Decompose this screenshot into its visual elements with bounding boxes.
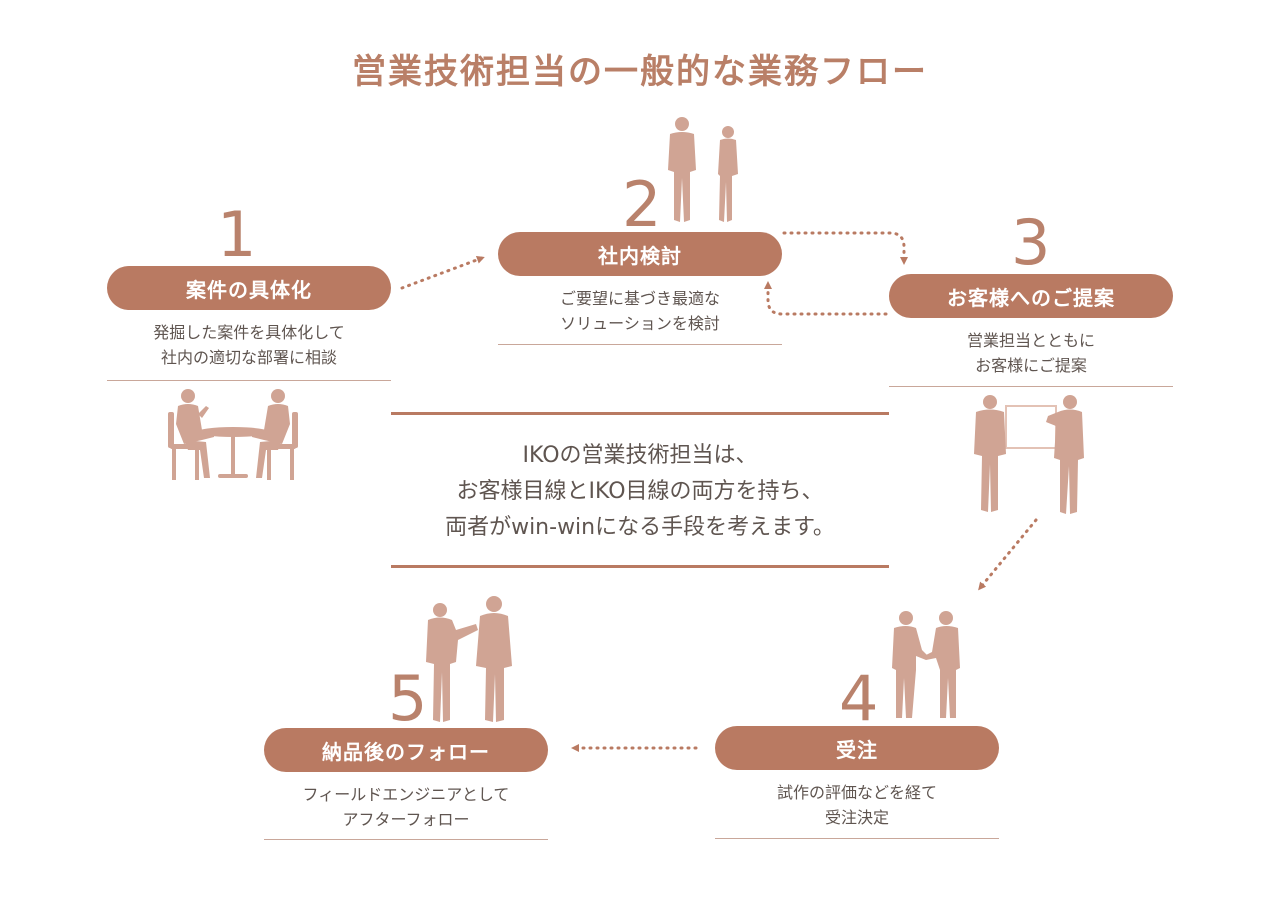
step-description: 発掘した案件を具体化して 社内の適切な部署に相談 [107, 320, 391, 370]
step-description: フィールドエンジニアとして アフターフォロー [264, 782, 548, 832]
arrow-step1-to-step2 [400, 256, 485, 290]
step-2: 2 社内検討 ご要望に基づき最適な ソリューションを検討 [498, 168, 782, 358]
page-title: 営業技術担当の一般的な業務フロー [352, 52, 928, 92]
step-description-line: ご要望に基づき最適な [559, 289, 720, 308]
center-message-text: IKOの営業技術担当は、 お客様目線とIKO目線の両方を持ち、 両者がwin-w… [391, 438, 889, 546]
step-underline [715, 838, 999, 839]
step-1: 1 案件の具体化 発掘した案件を具体化して 社内の適切な部署に相談 [107, 200, 391, 400]
step-number: 3 [1011, 206, 1051, 279]
step-description-line: ソリューションを検討 [560, 314, 720, 333]
conversation-illustration [426, 596, 512, 722]
step-label-pill: 受注 [715, 726, 999, 770]
step-number: 1 [217, 198, 257, 271]
step-underline [264, 839, 548, 840]
step-3: 3 お客様へのご提案 営業担当とともに お客様にご提案 [889, 208, 1173, 398]
step-description: 試作の評価などを経て 受注決定 [715, 780, 999, 830]
handshake-illustration [892, 611, 960, 718]
step-5: 5 納品後のフォロー フィールドエンジニアとして アフターフォロー [264, 662, 548, 852]
step-number: 5 [388, 662, 428, 735]
step-label-pill: 案件の具体化 [107, 266, 391, 310]
step-description-line: アフターフォロー [342, 810, 470, 829]
step-description-line: 発掘した案件を具体化して [153, 323, 345, 342]
step-description: 営業担当とともに お客様にご提案 [889, 328, 1173, 378]
center-message-line: 両者がwin-winになる手段を考えます。 [445, 515, 835, 540]
step-description-line: お客様にご提案 [975, 356, 1087, 375]
center-message-line: IKOの営業技術担当は、 [522, 443, 758, 468]
step-label-pill: お客様へのご提案 [889, 274, 1173, 318]
step-number: 2 [622, 168, 662, 241]
step-description-line: 社内の適切な部署に相談 [160, 348, 337, 367]
step-description-line: 営業担当とともに [966, 331, 1095, 350]
arrow-step3-to-step4 [978, 518, 1038, 591]
step-description-line: 試作の評価などを経て [776, 783, 937, 802]
step-description-line: 受注決定 [824, 808, 889, 827]
arrow-step3-back-to-step2 [764, 281, 888, 316]
step-4: 4 受注 試作の評価などを経て 受注決定 [715, 660, 999, 850]
step-number: 4 [839, 662, 879, 735]
step-description-line: フィールドエンジニアとして [302, 785, 510, 804]
center-message-line: お客様目線とIKO目線の両方を持ち、 [456, 479, 824, 504]
step-description: ご要望に基づき最適な ソリューションを検討 [498, 286, 782, 336]
step-underline [107, 380, 391, 381]
step-underline [889, 386, 1173, 387]
step-label-pill: 社内検討 [498, 232, 782, 276]
meeting-table-illustration [168, 389, 298, 480]
two-colleagues-illustration [668, 117, 738, 222]
center-top-rule [391, 412, 889, 415]
step-label-pill: 納品後のフォロー [264, 728, 548, 772]
step-underline [498, 344, 782, 345]
center-message: IKOの営業技術担当は、 お客様目線とIKO目線の両方を持ち、 両者がwin-w… [391, 412, 889, 568]
arrow-step2-to-step3 [782, 231, 908, 265]
presentation-illustration [974, 395, 1084, 514]
center-bottom-rule [391, 565, 889, 568]
